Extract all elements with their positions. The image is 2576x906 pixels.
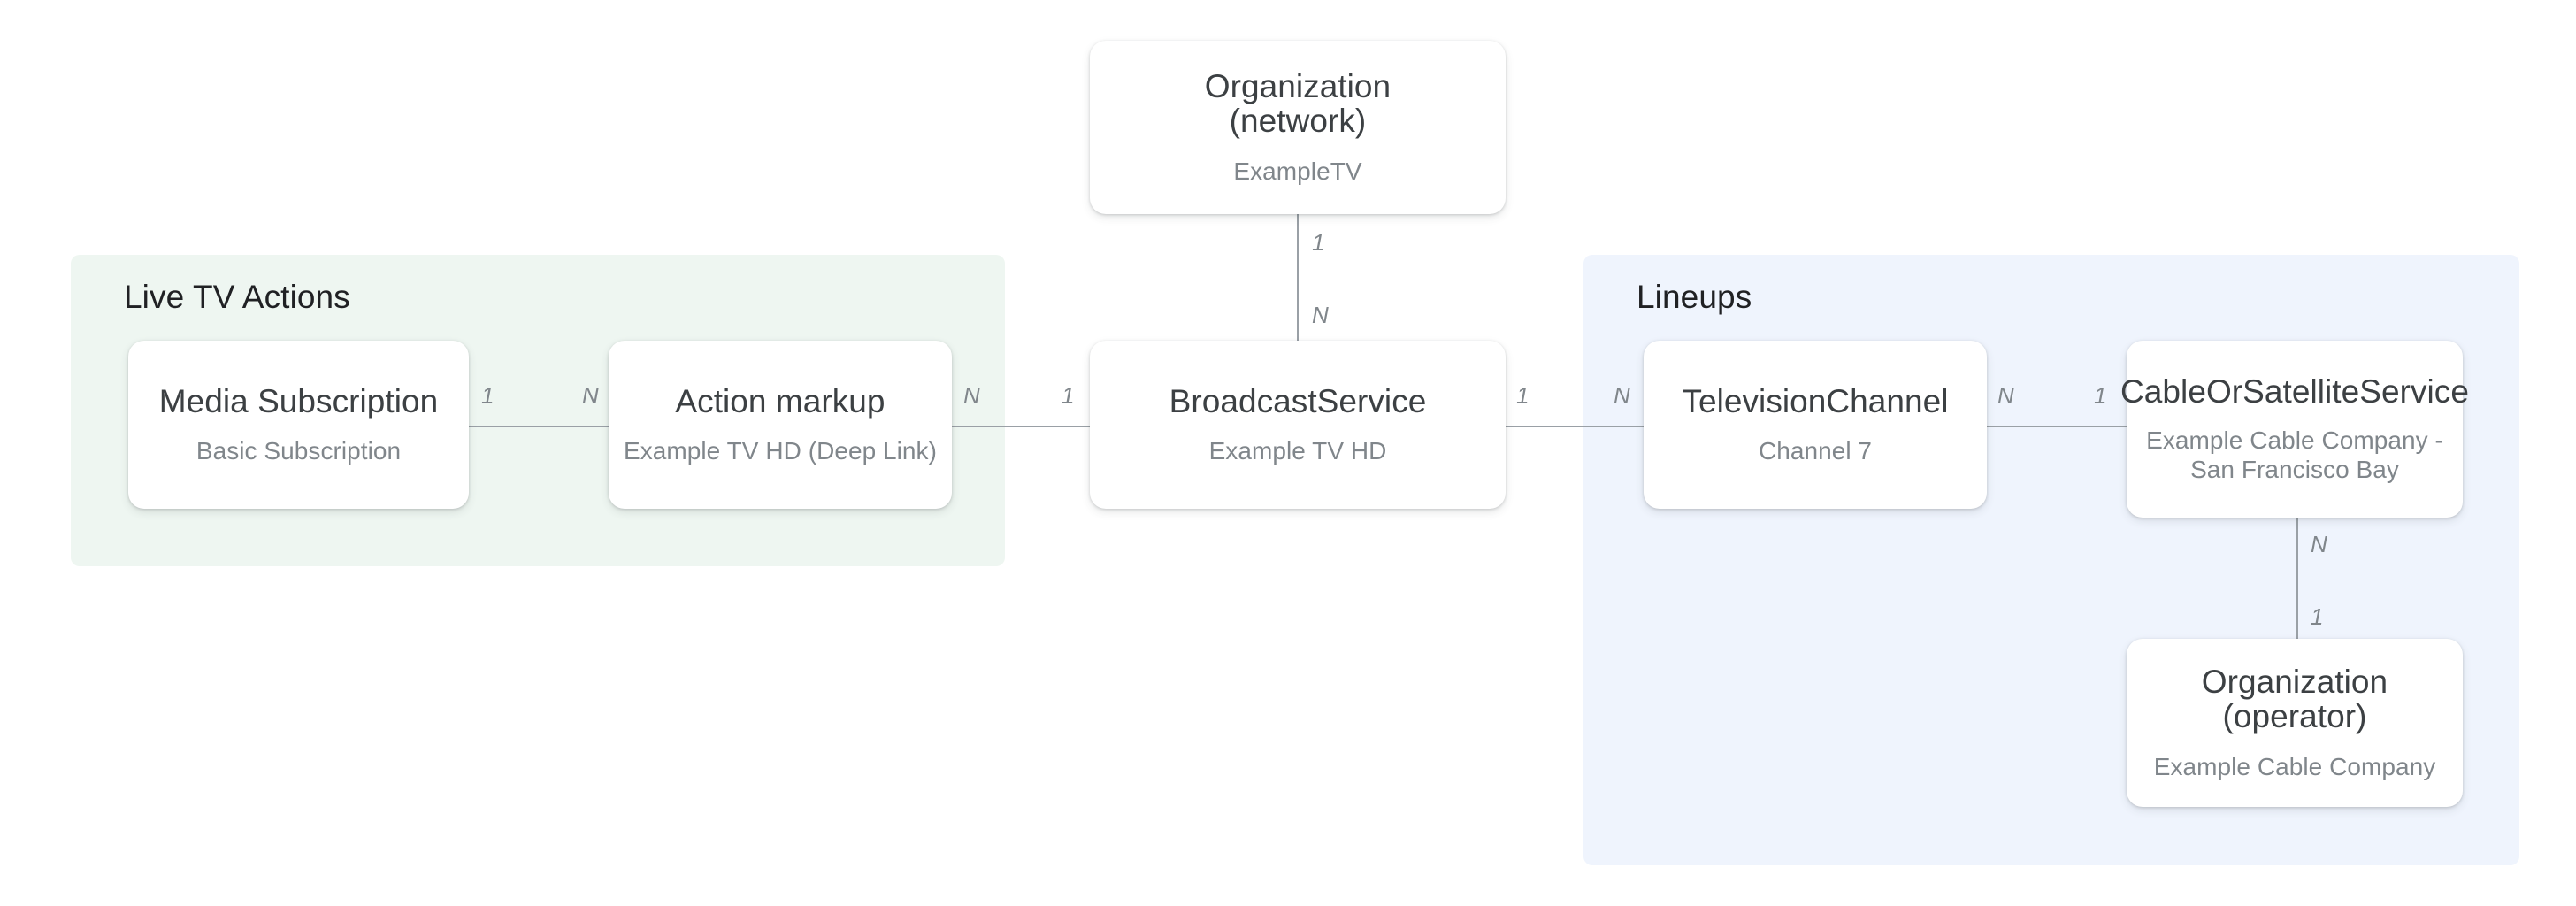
cardinality-label-edge-org-network-to-broadcast-from: 1 [1312, 229, 1325, 256]
node-title-cable-or-satellite-service: CableOrSatelliteService [2120, 373, 2469, 411]
node-organization-network[interactable]: Organization (network) ExampleTV [1090, 41, 1506, 214]
cardinality-label-edge-broadcast-to-television-channel-to: N [1614, 382, 1630, 409]
node-subtitle-media-subscription: Basic Subscription [196, 437, 402, 465]
node-subtitle-television-channel: Channel 7 [1758, 437, 1873, 465]
node-subtitle-cable-or-satellite-service: Example Cable Company - San Francisco Ba… [2146, 426, 2443, 483]
node-title-organization-operator: Organization (operator) [2201, 663, 2388, 735]
cardinality-label-edge-cable-service-to-org-operator-from: N [2311, 531, 2327, 557]
cardinality-label-edge-media-subscription-to-action-markup-to: N [582, 382, 599, 409]
node-subtitle-action-markup: Example TV HD (Deep Link) [624, 437, 937, 465]
node-title-broadcast-service: BroadcastService [1169, 382, 1427, 419]
node-subtitle-organization-operator: Example Cable Company [2153, 753, 2436, 781]
cardinality-label-edge-broadcast-to-television-channel-from: 1 [1516, 382, 1530, 409]
connector-edge-org-network-to-broadcast [1297, 214, 1299, 341]
cardinality-label-edge-org-network-to-broadcast-to: N [1312, 302, 1329, 328]
node-subtitle-broadcast-service: Example TV HD [1208, 437, 1387, 465]
node-title-television-channel: TelevisionChannel [1682, 382, 1949, 419]
cardinality-label-edge-action-markup-to-broadcast-from: N [963, 382, 980, 409]
node-title-media-subscription: Media Subscription [158, 382, 439, 419]
cardinality-label-edge-action-markup-to-broadcast-to: 1 [1062, 382, 1075, 409]
connector-edge-cable-service-to-org-operator [2296, 518, 2298, 640]
node-subtitle-organization-network: ExampleTV [1233, 157, 1362, 186]
node-organization-operator[interactable]: Organization (operator) Example Cable Com… [2127, 639, 2463, 807]
connector-edge-television-channel-to-cable-service [1985, 426, 2128, 427]
cardinality-label-edge-media-subscription-to-action-markup-from: 1 [481, 382, 494, 409]
connector-edge-broadcast-to-television-channel [1504, 426, 1645, 427]
connector-edge-media-subscription-to-action-markup [467, 426, 610, 427]
cardinality-label-edge-cable-service-to-org-operator-to: 1 [2311, 603, 2324, 630]
connector-edge-action-markup-to-broadcast [950, 426, 1092, 427]
group-title-lineups: Lineups [1637, 279, 1752, 315]
node-title-organization-network: Organization (network) [1204, 67, 1392, 140]
cardinality-label-edge-television-channel-to-cable-service-from: N [1997, 382, 2014, 409]
node-title-action-markup: Action markup [675, 382, 886, 419]
cardinality-label-edge-television-channel-to-cable-service-to: 1 [2094, 382, 2107, 409]
group-title-live-tv-actions: Live TV Actions [124, 279, 350, 315]
